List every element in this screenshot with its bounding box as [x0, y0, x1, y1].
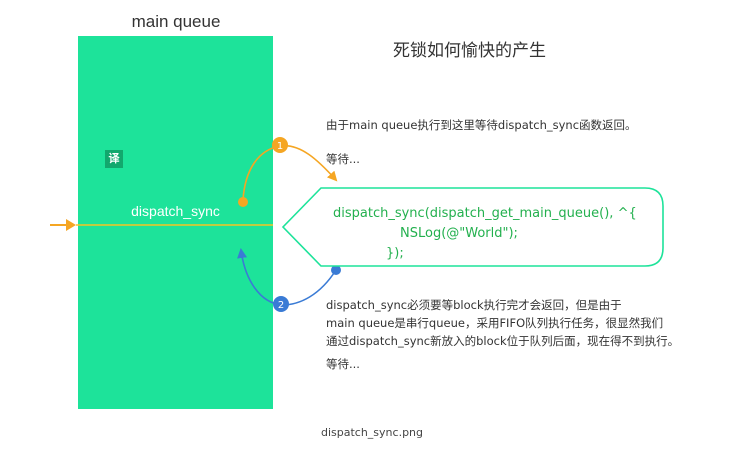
dispatch-sync-label: dispatch_sync: [131, 203, 220, 219]
note-wait-1: 等待...: [326, 152, 360, 166]
main-queue-block: [78, 36, 273, 409]
marker-1-circle: [272, 137, 288, 153]
code-line-2: NSLog(@"World");: [400, 226, 518, 241]
orange-dot: [238, 197, 248, 207]
note-step-2-line-2: main queue是串行queue，采用FIFO队列执行任务，很显然我们: [326, 316, 664, 330]
marker-1-label: 1: [277, 141, 283, 152]
note-step-2-line-3: 通过dispatch_sync新放入的block位于队列后面，现在得不到执行。: [326, 334, 680, 348]
entry-arrow-head: [66, 219, 76, 231]
translate-badge[interactable]: 译: [105, 150, 123, 168]
marker-2-circle: [273, 296, 289, 312]
marker-2-label: 2: [278, 300, 284, 311]
code-bubble: [281, 187, 664, 267]
note-wait-2: 等待...: [326, 357, 360, 371]
code-line-1: dispatch_sync(dispatch_get_main_queue(),…: [333, 206, 637, 221]
queue-title: main queue: [131, 12, 221, 31]
diagram-title: 死锁如何愉快的产生: [393, 41, 546, 61]
blue-dot: [331, 265, 341, 275]
code-line-3: });: [386, 246, 404, 261]
image-caption: dispatch_sync.png: [320, 426, 424, 439]
note-step-2: dispatch_sync必须要等block执行完才会返回，但是由于 main …: [326, 296, 679, 350]
note-step-2-line-1: dispatch_sync必须要等block执行完才会返回，但是由于: [326, 298, 622, 312]
note-step-1: 由于main queue执行到这里等待dispatch_sync函数返回。: [326, 118, 637, 132]
